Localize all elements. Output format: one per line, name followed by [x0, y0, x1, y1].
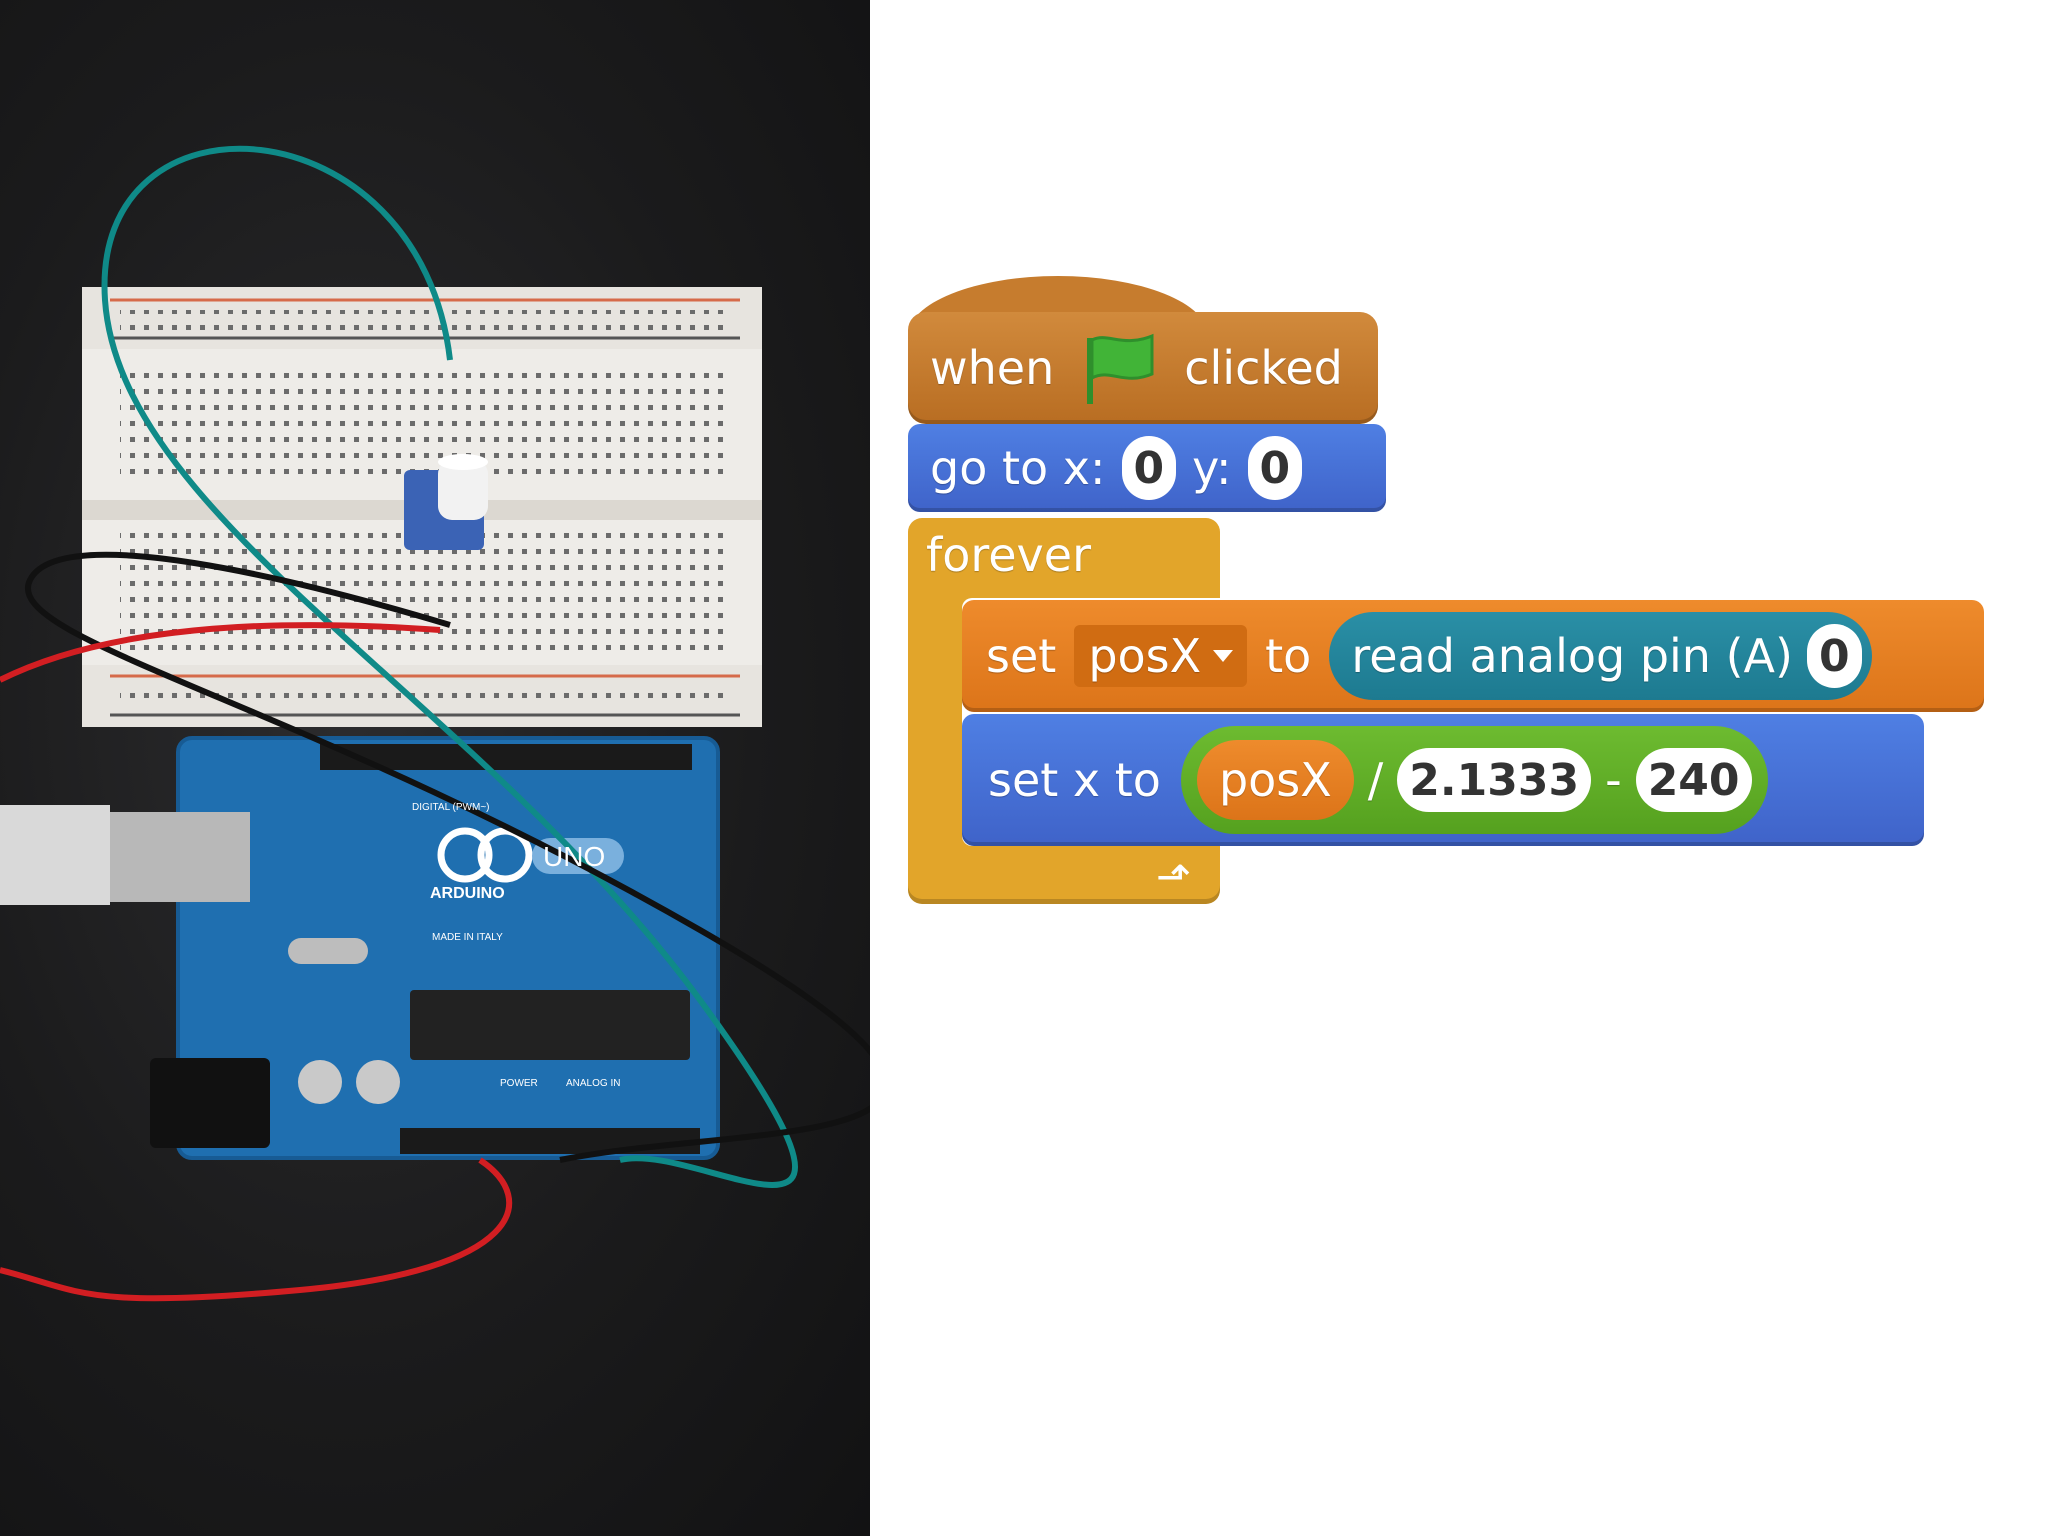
hat-when-label: when	[930, 341, 1055, 395]
offset-input[interactable]: 240	[1635, 748, 1752, 812]
arduino-board	[0, 736, 720, 1160]
teal-wire	[101, 145, 798, 1188]
arduino-photo: UNO ARDUINO MADE IN ITALY DIGITAL (PWM~)…	[0, 0, 870, 1536]
goto-y-input[interactable]: 0	[1247, 436, 1303, 500]
black-wire	[25, 551, 870, 1163]
goto-x-input[interactable]: 0	[1121, 436, 1177, 500]
board-brand-text: ARDUINO	[430, 885, 505, 902]
set-variable-block[interactable]: set posX to read analog pin (A) 0	[962, 600, 1984, 712]
set-x-block[interactable]: set x to posX / 2.1333 - 240	[962, 714, 1924, 846]
read-analog-pin-label: read analog pin (A)	[1351, 629, 1793, 683]
posx-variable-reporter[interactable]: posX	[1196, 740, 1354, 820]
board-digital-text: DIGITAL (PWM~)	[412, 802, 490, 813]
red-wire-bottom	[0, 1157, 513, 1302]
read-analog-pin-reporter[interactable]: read analog pin (A) 0	[1329, 612, 1872, 700]
dropdown-arrow-icon	[1213, 650, 1234, 662]
green-flag-icon	[1087, 333, 1154, 404]
divide-operator-label: /	[1367, 753, 1384, 807]
set-var-set-label: set	[986, 629, 1057, 683]
set-x-label: set x to	[988, 753, 1161, 807]
goto-label: go to x:	[930, 441, 1106, 495]
go-to-xy-block[interactable]: go to x: 0 y: 0	[908, 424, 1386, 512]
when-flag-clicked-block[interactable]: when clicked	[908, 312, 1378, 424]
loop-arrow-icon: ⬏	[1156, 852, 1192, 901]
set-var-to-label: to	[1265, 629, 1312, 683]
variable-dropdown[interactable]: posX	[1074, 625, 1248, 687]
divisor-input[interactable]: 2.1333	[1397, 748, 1592, 812]
hat-clicked-label: clicked	[1184, 341, 1343, 395]
potentiometer	[404, 454, 488, 550]
variable-dropdown-value: posX	[1088, 629, 1202, 683]
board-analog-text: ANALOG IN	[566, 1078, 620, 1089]
red-wire-top	[0, 622, 441, 683]
posx-variable-label: posX	[1218, 753, 1332, 807]
minus-operator-reporter[interactable]: posX / 2.1333 - 240	[1180, 726, 1768, 834]
board-made-in-text: MADE IN ITALY	[432, 932, 503, 943]
forever-label: forever	[926, 528, 1091, 582]
board-power-text: POWER	[500, 1078, 538, 1089]
minus-operator-label: -	[1605, 753, 1622, 807]
board-logo-text: UNO	[543, 841, 605, 872]
goto-y-label: y:	[1192, 441, 1232, 495]
arduino-setup-illustration: UNO ARDUINO MADE IN ITALY DIGITAL (PWM~)…	[0, 145, 870, 1302]
analog-pin-input[interactable]: 0	[1806, 624, 1862, 688]
